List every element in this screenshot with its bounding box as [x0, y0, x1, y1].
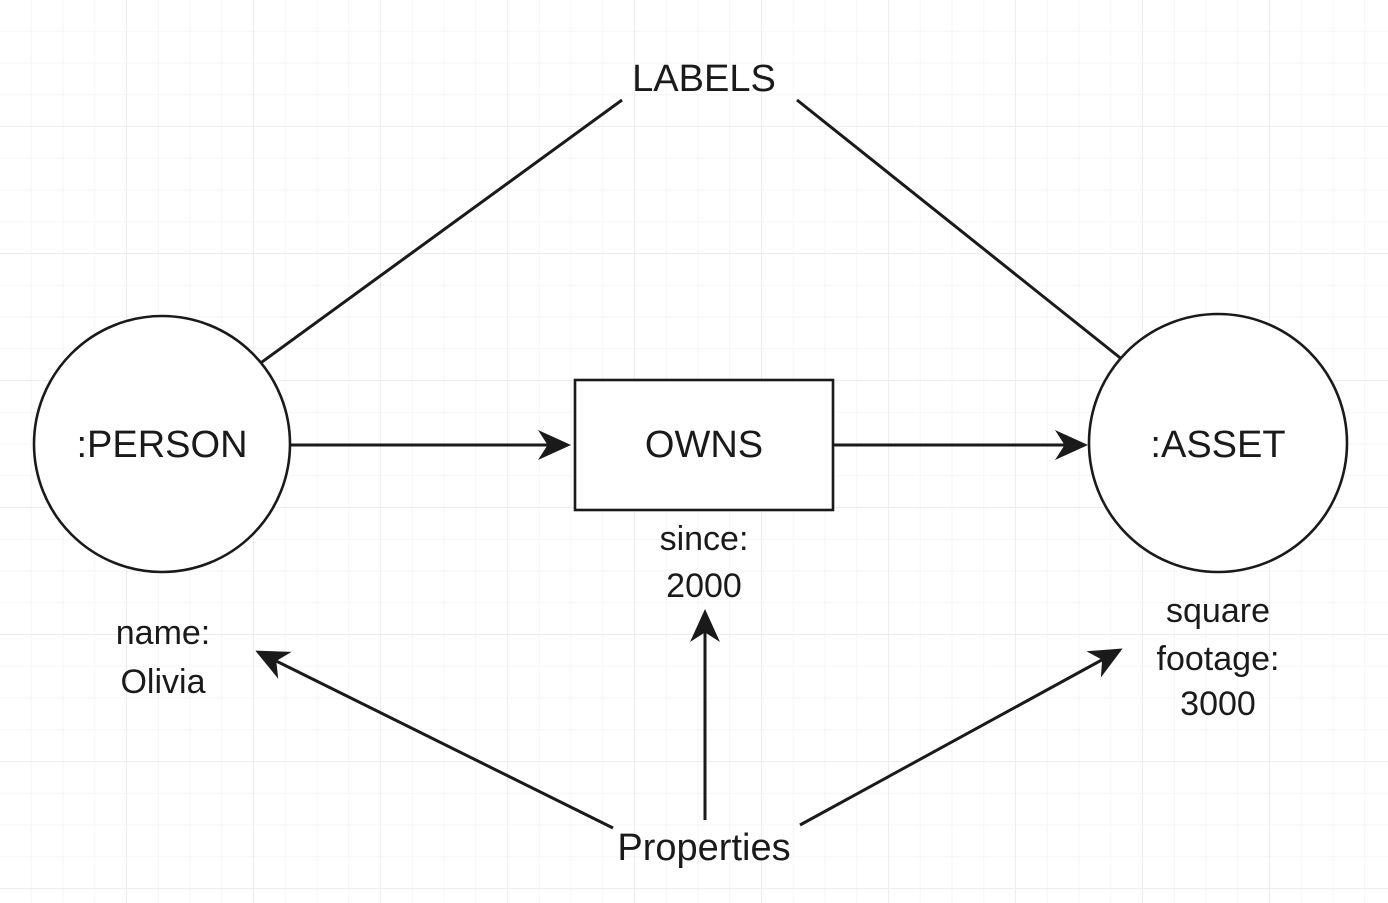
- labels-to-asset-arrow: [796, 98, 1181, 406]
- labels-to-person-arrow: [193, 98, 623, 412]
- labels-callout-text: LABELS: [632, 58, 776, 100]
- asset-label: :ASSET: [1150, 424, 1285, 466]
- person-circle[interactable]: [32, 314, 292, 574]
- person-label: :PERSON: [76, 424, 247, 466]
- node-person[interactable]: :PERSON: [32, 314, 292, 574]
- properties-to-asset-arrow: [799, 648, 1123, 827]
- properties-to-person-arrow: [255, 650, 614, 830]
- asset-property-key-line2: footage:: [1157, 640, 1280, 678]
- properties-callout-text: Properties: [617, 827, 790, 869]
- properties-callout-group: Properties: [255, 609, 1123, 869]
- asset-property-key-line1: square: [1166, 592, 1270, 630]
- owns-property-key: since:: [660, 520, 749, 558]
- labels-callout-group: LABELS: [193, 58, 1181, 412]
- asset-property-value: 3000: [1180, 685, 1256, 723]
- person-property-key: name:: [116, 614, 211, 652]
- asset-properties: square footage: 3000: [1157, 592, 1280, 723]
- owns-properties: since: 2000: [660, 520, 749, 605]
- asset-circle[interactable]: [1087, 312, 1349, 574]
- person-properties: name: Olivia: [116, 614, 211, 701]
- owns-property-value: 2000: [666, 567, 742, 605]
- node-asset[interactable]: :ASSET: [1087, 312, 1349, 574]
- person-property-value: Olivia: [120, 663, 205, 701]
- owns-label: OWNS: [645, 424, 763, 466]
- relationship-owns[interactable]: OWNS: [573, 378, 835, 512]
- owns-rectangle[interactable]: [573, 378, 835, 512]
